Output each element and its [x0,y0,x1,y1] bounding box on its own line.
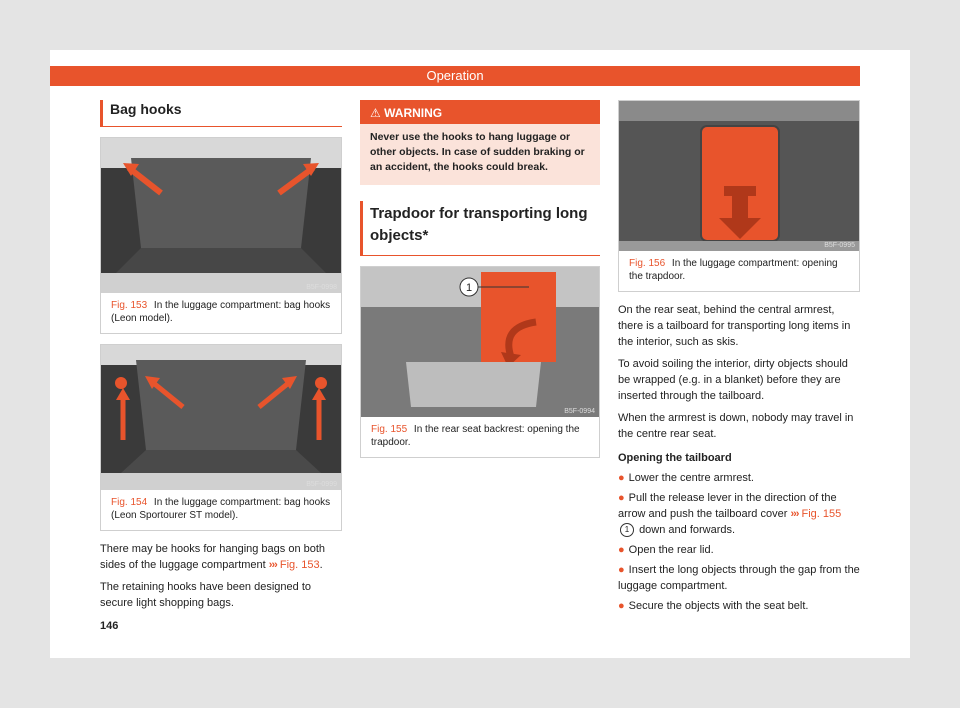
figure-number: Fig. 153 [111,300,148,311]
figure-caption: Fig. 153 In the luggage compartment: bag… [101,293,341,333]
soiling-paragraph: To avoid soiling the interior, dirty obj… [618,358,848,402]
paragraph-end: . [319,559,323,571]
bullet-item: ●Insert the long objects through the gap… [618,562,860,594]
bullet-dot-icon: ● [618,544,625,556]
figure-156: B5F-0995 Fig. 156 In the luggage compart… [618,100,860,292]
figure-number: Fig. 155 [371,424,408,435]
figure-code: B5F-0998 [306,284,337,291]
bullet-item: ●Secure the objects with the seat belt. [618,598,860,614]
bullet-text: Secure the objects with the seat belt. [628,600,809,612]
paragraph-text: There may be hooks for hanging bags on b… [100,543,326,571]
bullet-dot-icon: ● [618,564,625,576]
bullet-item: ●Lower the centre armrest. [618,470,860,486]
hooks-paragraph: There may be hooks for hanging bags on b… [100,541,342,573]
figure-caption-text: In the luggage compartment: opening the … [629,258,838,282]
figure-caption-text: In the luggage compartment: bag hooks (L… [111,300,331,324]
right-column: B5F-0995 Fig. 156 In the luggage compart… [618,100,860,618]
figure-caption-text: In the luggage compartment: bag hooks (L… [111,497,331,521]
bullet-text: Open the rear lid. [628,544,714,556]
armrest-paragraph: When the armrest is down, nobody may tra… [618,412,854,440]
figure-number: Fig. 156 [629,258,666,269]
warning-text: Never use the hooks to hang luggage or o… [370,131,585,173]
figure-code: B5F-0994 [564,408,595,415]
tailboard-paragraph: On the rear seat, behind the central arm… [618,304,851,348]
figure-caption: Fig. 154 In the luggage compartment: bag… [101,490,341,530]
bullet-item: ●Open the rear lid. [618,542,860,558]
opening-tailboard-subhead: Opening the tailboard [618,452,732,464]
figure-code: B5F-0999 [306,481,337,488]
bullet-dot-icon: ● [618,492,625,504]
left-column: Bag hooks B5F-0998 Fig. 153 In the lugga… [100,100,342,617]
bullet-dot-icon: ● [618,472,625,484]
bullet-text: Lower the centre armrest. [628,472,754,484]
callout-badge: 1 [620,523,634,538]
figure-caption-text: In the rear seat backrest: opening the t… [371,424,580,448]
luggage-photo-sportourer: B5F-0999 [101,345,341,490]
trapdoor-heading: Trapdoor for transporting long objects* [360,201,600,256]
warning-label: WARNING [384,106,443,120]
retaining-hooks-paragraph: The retaining hooks have been designed t… [100,581,311,609]
rear-seat-photo: 1 B5F-0994 [361,267,599,417]
figure-caption: Fig. 155 In the rear seat backrest: open… [361,417,599,457]
trapdoor-photo: B5F-0995 [619,101,859,251]
figure-154: B5F-0999 Fig. 154 In the luggage compart… [100,344,342,531]
warning-box: ⚠ WARNING Never use the hooks to hang lu… [360,100,600,185]
bullet-text: Insert the long objects through the gap … [618,564,860,592]
middle-column: ⚠ WARNING Never use the hooks to hang lu… [360,100,600,468]
bullet-item: ●Pull the release lever in the direction… [618,490,860,538]
bag-hooks-heading: Bag hooks [100,100,342,127]
reference-arrows: ››› [790,508,799,520]
callout-number-1: 1 [466,282,472,294]
luggage-photo-leon: B5F-0998 [101,138,341,293]
warning-header: ⚠ WARNING [360,102,600,124]
bullet-text-end: down and forwards. [639,524,736,536]
bullet-dot-icon: ● [618,600,625,612]
page-number: 146 [100,620,119,632]
figure-reference-link[interactable]: Fig. 153 [279,559,320,571]
figure-153: B5F-0998 Fig. 153 In the luggage compart… [100,137,342,334]
section-header: Operation [50,66,860,86]
warning-icon: ⚠ [370,106,381,120]
figure-caption: Fig. 156 In the luggage compartment: ope… [619,251,859,291]
figure-number: Fig. 154 [111,497,148,508]
bullet-text: Pull the release lever in the direction … [618,492,837,520]
figure-155: 1 B5F-0994 Fig. 155 In the rear seat bac… [360,266,600,458]
figure-reference-link[interactable]: Fig. 155 [801,508,842,520]
reference-arrows: ››› [268,559,278,571]
figure-code: B5F-0995 [824,242,855,249]
